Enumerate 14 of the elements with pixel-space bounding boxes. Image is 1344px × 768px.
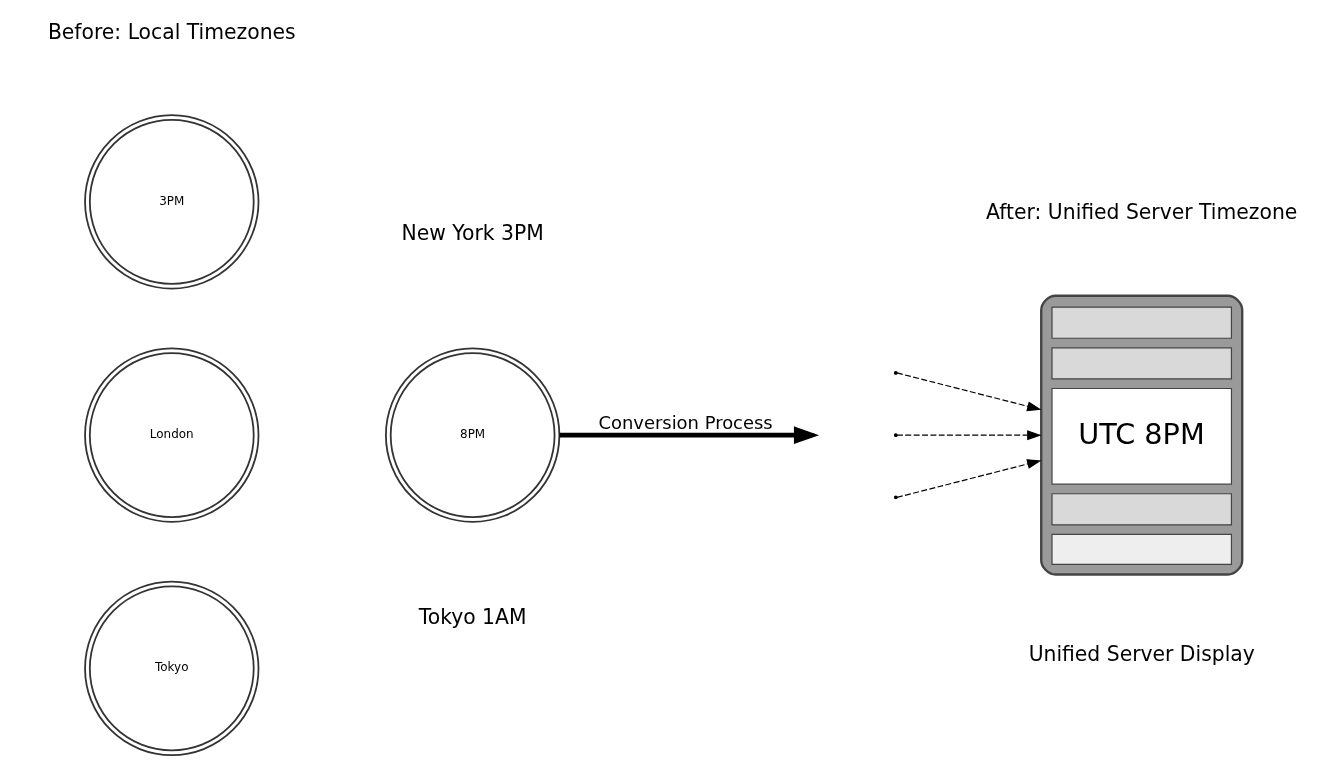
label: Before: Local Timezones xyxy=(47,20,296,45)
arrow xyxy=(896,372,1042,412)
arrow xyxy=(896,430,1042,441)
label: Unified Server Display xyxy=(1028,642,1255,667)
arrow xyxy=(896,459,1042,498)
label: New York 3PM xyxy=(401,221,544,246)
label: After: Unified Server Timezone xyxy=(986,199,1298,224)
node-circle: London xyxy=(84,347,260,523)
arrow xyxy=(559,426,820,444)
label: Tokyo 1AM xyxy=(418,605,527,630)
node-circle: 3PM xyxy=(84,114,260,290)
node-circle: 8PM xyxy=(385,347,561,523)
edge-label: Conversion Process xyxy=(598,412,773,434)
node-circle: Tokyo xyxy=(84,580,260,757)
